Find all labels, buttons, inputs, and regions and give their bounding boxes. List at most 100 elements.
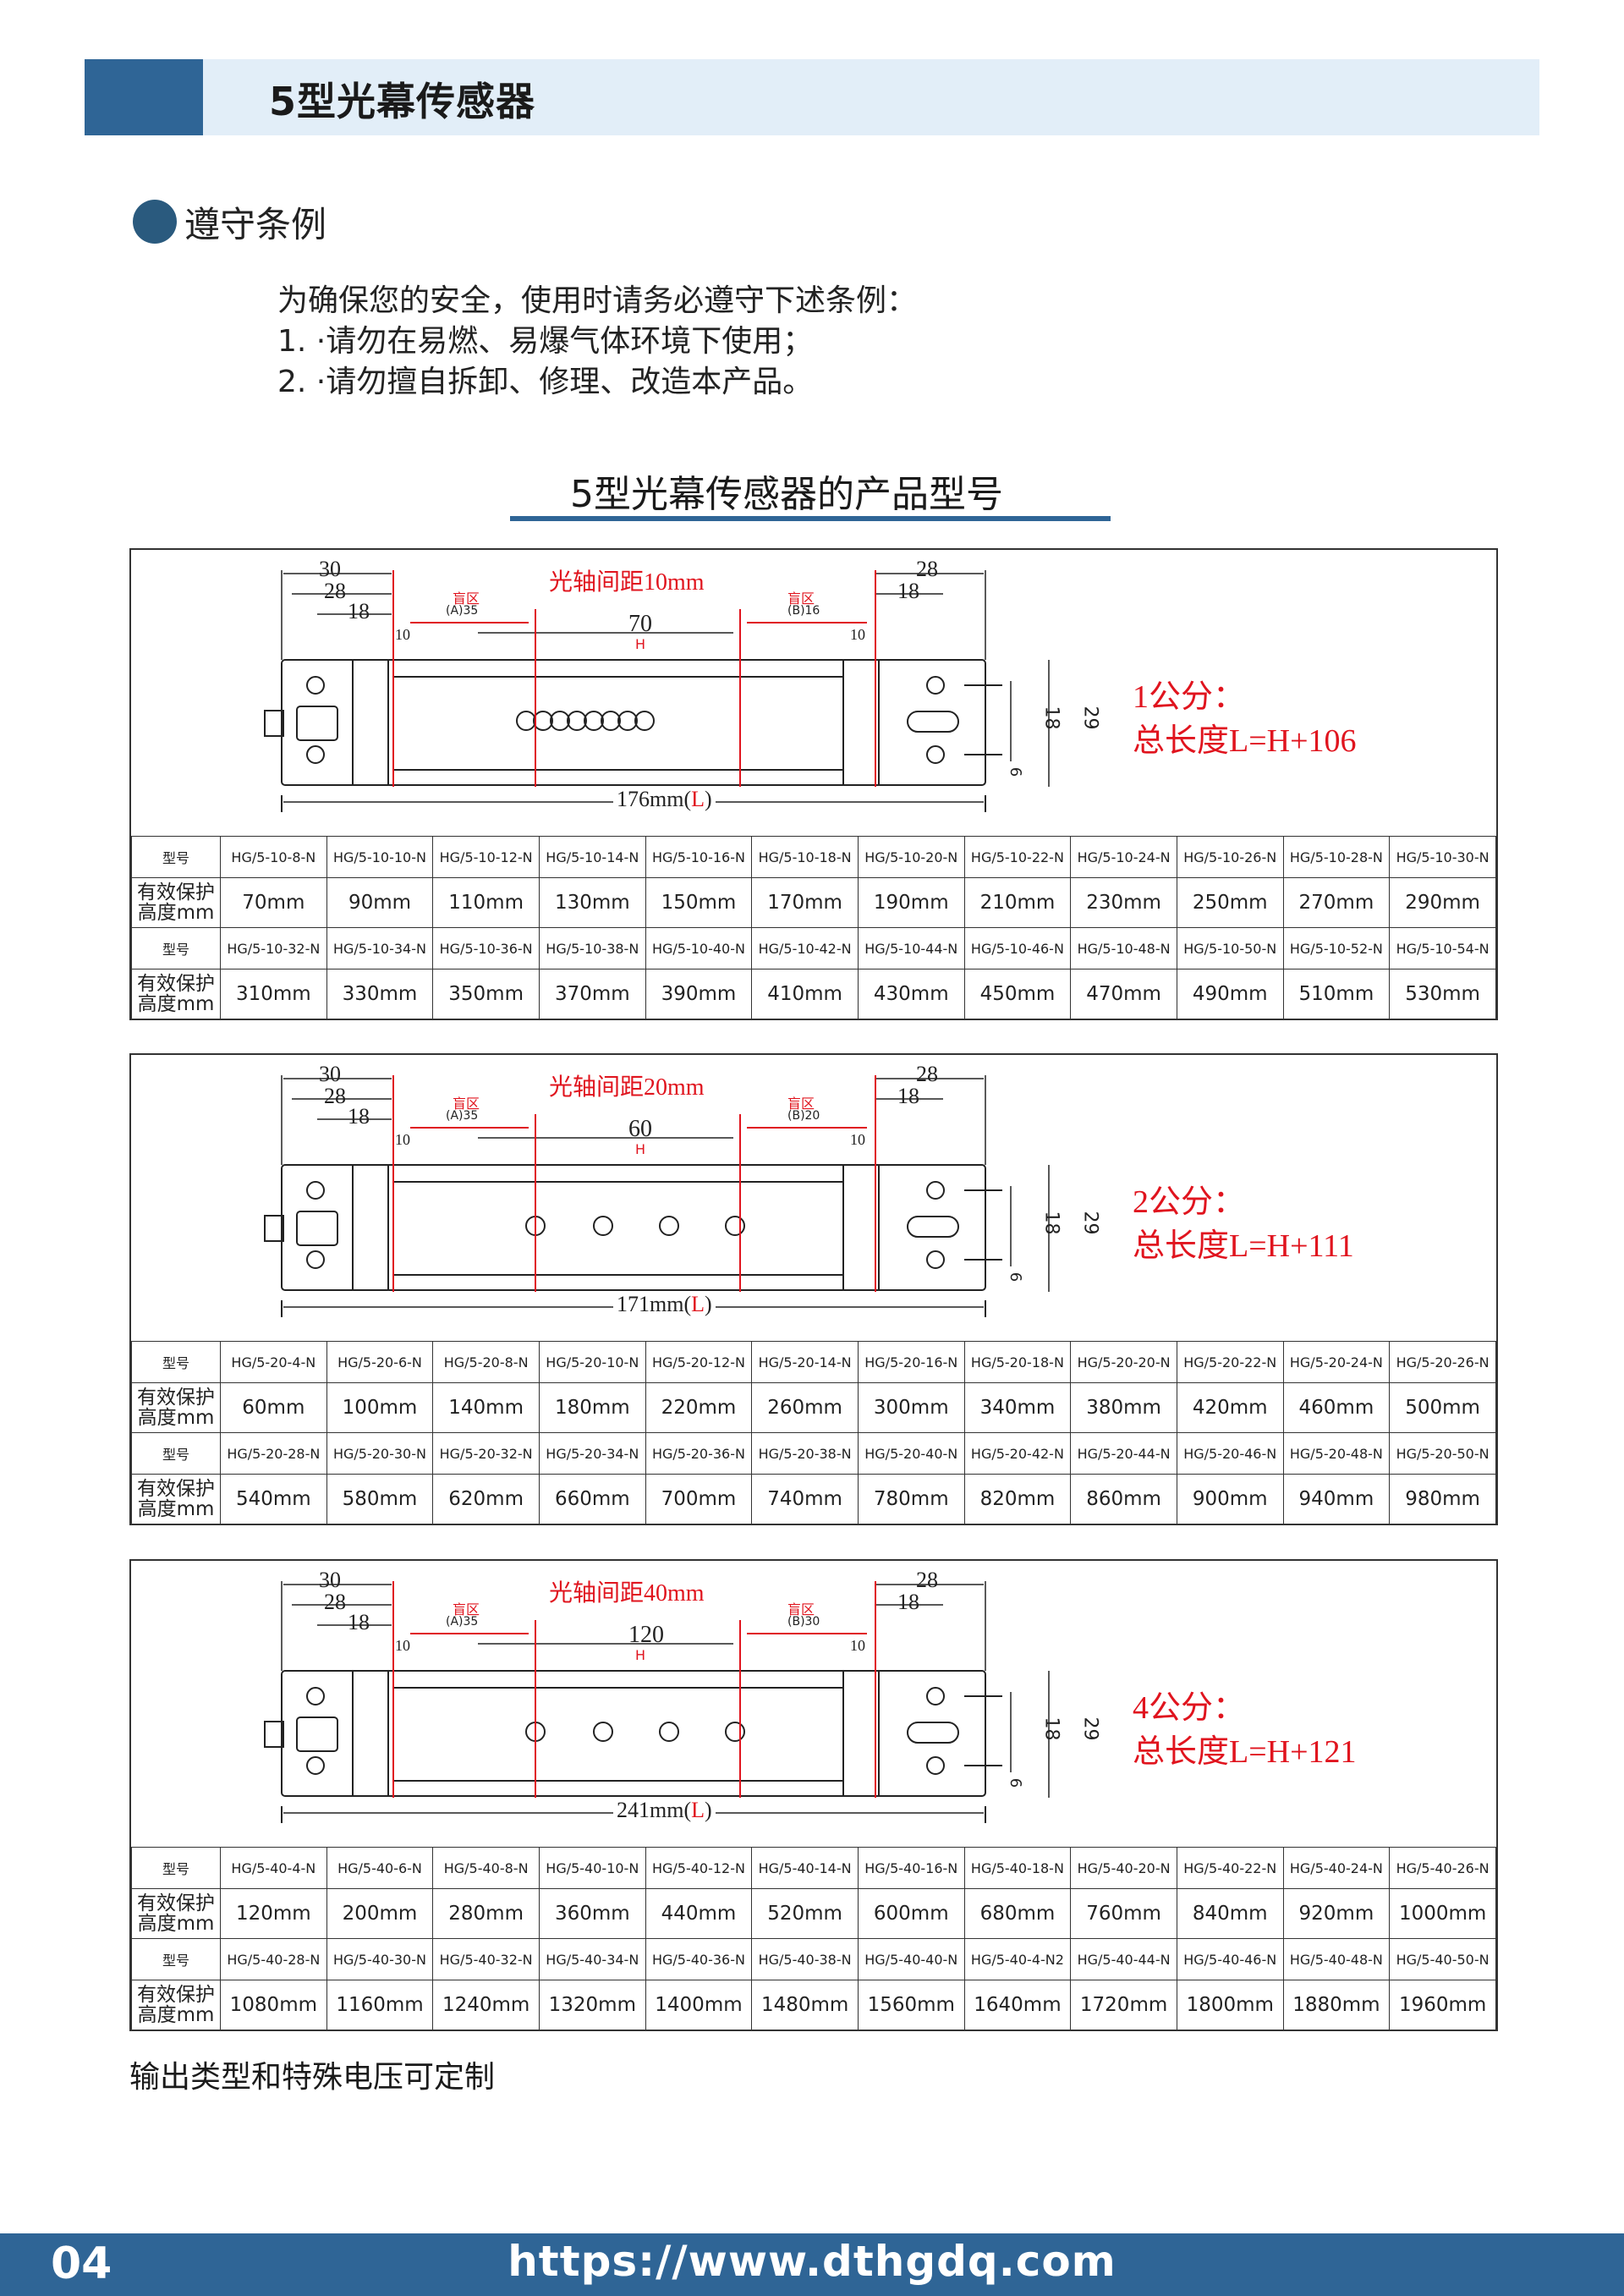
height-header: 有效保护高度mm: [131, 1980, 221, 2030]
model-cell: 360mm: [538, 1888, 646, 1939]
model-cell: 150mm: [645, 877, 753, 928]
blind-zone-a-label: 盲区: [453, 590, 480, 607]
model-cell: HG/5-10-34-N: [326, 927, 434, 969]
height-6: 6: [1007, 766, 1025, 777]
model-cell: HG/5-40-48-N: [1282, 1938, 1391, 1980]
model-cell: HG/5-10-42-N: [751, 927, 859, 969]
footer-bar: [0, 2233, 1624, 2296]
model-cell: 90mm: [326, 877, 434, 928]
model-cell: HG/5-40-28-N: [220, 1938, 327, 1980]
model-cell: 470mm: [1070, 969, 1177, 1019]
dim-28-right: 28: [916, 557, 938, 581]
emitter-hole-icon: [617, 711, 638, 731]
total-length-value: 176mm: [617, 787, 684, 811]
connector-plug: [296, 1717, 338, 1752]
axis-pitch-label: 光轴间距40mm: [549, 1580, 705, 1607]
dim-18-right: 18: [897, 1590, 919, 1614]
dim-30: 30: [319, 1062, 341, 1086]
model-cell: HG/5-40-4-N: [220, 1847, 327, 1889]
model-cell: 920mm: [1282, 1888, 1391, 1939]
model-cell: 940mm: [1282, 1474, 1391, 1524]
model-cell: HG/5-10-20-N: [857, 836, 965, 878]
model-cell: HG/5-10-54-N: [1389, 927, 1496, 969]
total-length-l: L: [691, 1292, 705, 1316]
total-length-label: 176mm(L): [613, 787, 716, 812]
model-cell: 1960mm: [1389, 1980, 1496, 2030]
model-cell: 450mm: [963, 969, 1072, 1019]
model-cell: 120mm: [220, 1888, 327, 1939]
model-cell: 110mm: [432, 877, 540, 928]
model-cell: 500mm: [1389, 1382, 1496, 1433]
model-cell: HG/5-40-12-N: [645, 1847, 753, 1889]
model-cell: HG/5-40-44-N: [1070, 1938, 1177, 1980]
height-18: 18: [1040, 1211, 1062, 1235]
model-cell: HG/5-20-14-N: [751, 1341, 859, 1383]
emitter-hole-icon: [725, 1216, 745, 1236]
model-cell: 330mm: [326, 969, 434, 1019]
model-cell: 740mm: [751, 1474, 859, 1524]
dim-30: 30: [319, 1568, 341, 1592]
emitter-hole-icon: [601, 711, 621, 731]
website-url[interactable]: https://www.dthgdq.com: [508, 2237, 1116, 2286]
model-cell: 230mm: [1070, 877, 1177, 928]
model-cell: 700mm: [645, 1474, 753, 1524]
model-cell: 410mm: [751, 969, 859, 1019]
model-header: 型号: [131, 1432, 221, 1475]
model-cell: 620mm: [432, 1474, 540, 1524]
emitter-hole-icon: [659, 1216, 679, 1236]
model-cell: HG/5-40-32-N: [432, 1938, 540, 1980]
connector-plug: [296, 706, 338, 741]
model-cell: 1560mm: [857, 1980, 965, 2030]
axis-pitch-label: 光轴间距20mm: [549, 1074, 705, 1101]
emitter-hole-icon: [533, 711, 553, 731]
model-cell: HG/5-20-36-N: [645, 1432, 753, 1475]
dim-18: 18: [348, 599, 370, 623]
model-cell: HG/5-10-52-N: [1282, 927, 1391, 969]
model-cell: 140mm: [432, 1382, 540, 1433]
model-cell: HG/5-40-34-N: [538, 1938, 646, 1980]
model-cell: HG/5-10-38-N: [538, 927, 646, 969]
model-cell: HG/5-20-22-N: [1176, 1341, 1284, 1383]
model-cell: HG/5-10-16-N: [645, 836, 753, 878]
dim-28: 28: [324, 1084, 346, 1108]
model-cell: 1800mm: [1176, 1980, 1284, 2030]
dim-18: 18: [348, 1104, 370, 1129]
dim-30: 30: [319, 557, 341, 581]
model-cell: 280mm: [432, 1888, 540, 1939]
h-dimension-value: 120: [628, 1622, 664, 1648]
model-cell: HG/5-20-46-N: [1176, 1432, 1284, 1475]
blind-zone-a-value: (A)35: [446, 1615, 479, 1629]
model-header: 型号: [131, 1341, 221, 1383]
model-cell: HG/5-40-10-N: [538, 1847, 646, 1889]
model-cell: 170mm: [751, 877, 859, 928]
blind-zone-b-value: (B)20: [787, 1109, 820, 1123]
axis-pitch-label: 光轴间距10mm: [549, 569, 705, 596]
model-cell: HG/5-10-26-N: [1176, 836, 1284, 878]
model-cell: 460mm: [1282, 1382, 1391, 1433]
model-cell: HG/5-10-46-N: [963, 927, 1072, 969]
spacing-spec-label: 2公分：: [1133, 1184, 1246, 1220]
model-header: 型号: [131, 1938, 221, 1980]
blind-zone-b-label: 盲区: [787, 590, 815, 607]
model-cell: 60mm: [220, 1382, 327, 1433]
model-cell: HG/5-10-40-N: [645, 927, 753, 969]
model-cell: 980mm: [1389, 1474, 1496, 1524]
model-cell: HG/5-20-28-N: [220, 1432, 327, 1475]
model-cell: HG/5-20-44-N: [1070, 1432, 1177, 1475]
model-cell: HG/5-10-12-N: [432, 836, 540, 878]
model-cell: HG/5-20-18-N: [963, 1341, 1072, 1383]
model-cell: 430mm: [857, 969, 965, 1019]
model-header: 型号: [131, 927, 221, 969]
height-header: 有效保护高度mm: [131, 1888, 221, 1939]
total-length-value: 241mm: [617, 1798, 684, 1822]
model-cell: HG/5-40-4-N2: [963, 1938, 1072, 1980]
height-header: 有效保护高度mm: [131, 1474, 221, 1524]
model-cell: HG/5-40-50-N: [1389, 1938, 1496, 1980]
dim-18-right: 18: [897, 1084, 919, 1108]
model-cell: 680mm: [963, 1888, 1072, 1939]
height-29: 29: [1079, 1211, 1101, 1235]
header-accent-block: [85, 59, 203, 135]
emitter-hole-icon: [593, 1722, 613, 1742]
page-title: 5型光幕传感器: [269, 79, 536, 124]
emitter-hole-icon: [584, 711, 604, 731]
